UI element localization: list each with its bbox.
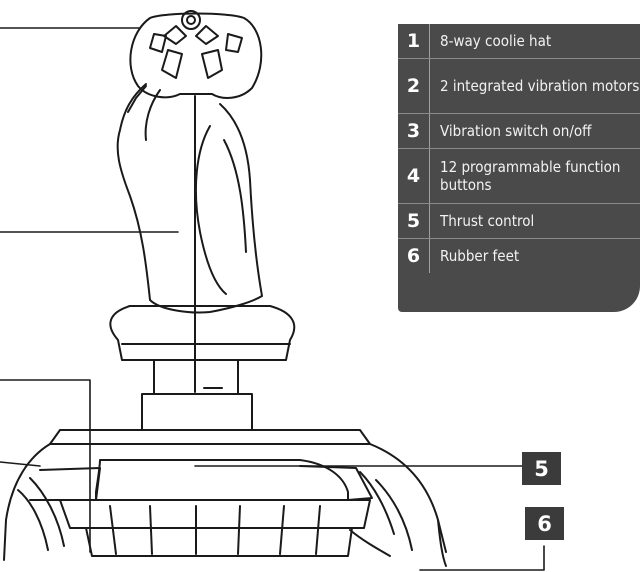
legend-number: 6 (398, 239, 430, 273)
joystick-column (141, 359, 253, 431)
legend-number: 1 (398, 24, 430, 58)
grip-base (109, 305, 296, 361)
callout-badge-5: 5 (522, 452, 561, 485)
joystick-base (3, 429, 447, 567)
legend-label: 2 integrated vibration motors (440, 77, 640, 95)
legend-number: 5 (398, 204, 430, 238)
legend-row-6: 6 Rubber feet (398, 239, 640, 273)
legend-label: 8-way coolie hat (440, 32, 552, 50)
legend-row-3: 3 Vibration switch on/off (398, 114, 640, 149)
legend-row-1: 1 8-way coolie hat (398, 24, 640, 59)
legend-label: Thrust control (440, 212, 535, 230)
feature-legend: 1 8-way coolie hat 2 2 integrated vibrat… (398, 24, 640, 312)
joystick-grip (116, 83, 263, 393)
joystick-head (129, 10, 263, 99)
leader-lines (0, 27, 545, 571)
legend-row-5: 5 Thrust control (398, 204, 640, 239)
legend-number: 2 (398, 59, 430, 113)
legend-label: 12 programmable function buttons (440, 158, 621, 194)
legend-label: Vibration switch on/off (440, 122, 592, 140)
callout-badge-6: 6 (525, 507, 564, 540)
legend-number: 3 (398, 114, 430, 148)
legend-label: Rubber feet (440, 247, 520, 265)
legend-number: 4 (398, 149, 430, 203)
legend-row-2: 2 2 integrated vibration motors (398, 59, 640, 114)
legend-row-4: 4 12 programmable function buttons (398, 149, 640, 204)
